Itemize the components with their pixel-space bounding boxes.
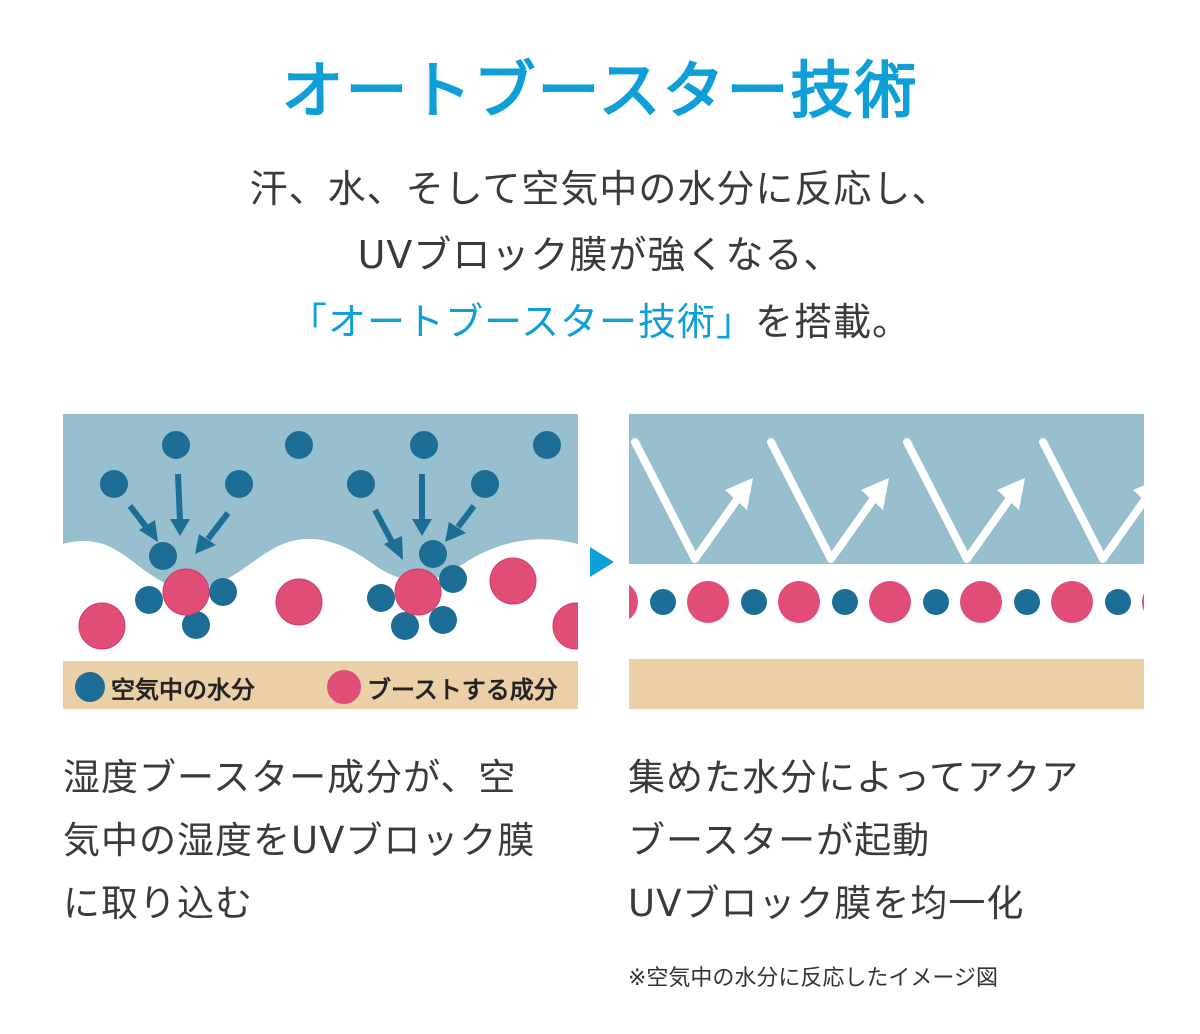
booster-legend-icon xyxy=(327,670,361,704)
legend-booster: ブーストする成分 xyxy=(367,676,558,704)
booster-dot xyxy=(629,584,638,620)
booster-dot xyxy=(778,581,820,623)
booster-dot xyxy=(1051,581,1093,623)
moisture-dot xyxy=(832,589,858,615)
moisture-dot xyxy=(1105,589,1131,615)
booster-dot xyxy=(960,581,1002,623)
caption-right: 集めた水分によってアクア ブースターが起動 UVブロック膜を均一化 xyxy=(628,756,1080,925)
lead-rest: を搭載。 xyxy=(755,300,912,344)
uv-reflect-icons xyxy=(631,438,1144,563)
next-arrow-icon xyxy=(590,547,614,577)
moisture-dot xyxy=(741,589,767,615)
lead-line-3: 「オートブースター技術」を搭載。 xyxy=(0,291,1200,346)
reflect-arrow xyxy=(631,438,745,563)
lead-line-1: 汗、水、そして空気中の水分に反応し、 xyxy=(249,167,951,211)
moisture-dot xyxy=(650,589,676,615)
footnote: ※空気中の水分に反応したイメージ図 xyxy=(628,966,998,991)
moisture-dot xyxy=(1014,589,1040,615)
arrow-head xyxy=(861,478,889,510)
diagram-before: 空気中の水分 ブーストする成分 xyxy=(63,414,578,709)
moisture-dots xyxy=(100,431,561,640)
skin-layer xyxy=(629,659,1144,709)
page-title: オートブースター技術 xyxy=(281,54,919,127)
arrow-icons xyxy=(127,473,477,560)
skin-layer xyxy=(63,661,578,709)
booster-dots xyxy=(78,557,578,650)
legend-moisture: 空気中の水分 xyxy=(111,676,255,704)
arrow-head xyxy=(997,478,1025,510)
reflect-arrow xyxy=(767,438,881,563)
arrow-head xyxy=(1133,485,1144,500)
moisture-dot xyxy=(923,589,949,615)
diagram-after xyxy=(629,414,1144,709)
reflect-arrow xyxy=(903,438,1017,563)
booster-dot xyxy=(687,581,729,623)
uv-film-dots xyxy=(629,581,1144,623)
lead-accent: 「オートブースター技術」 xyxy=(288,300,756,344)
caption-left: 湿度ブースター成分が、空 気中の湿度をUVブロック膜 に取り込む xyxy=(63,756,536,925)
booster-dot xyxy=(1142,593,1144,611)
reflect-arrow xyxy=(1039,438,1144,563)
booster-dot xyxy=(869,581,911,623)
lead-line-2: UVブロック膜が強くなる、 xyxy=(357,233,843,277)
air-layer xyxy=(63,414,578,590)
arrow-head xyxy=(725,478,753,510)
moisture-legend-icon xyxy=(75,672,105,702)
